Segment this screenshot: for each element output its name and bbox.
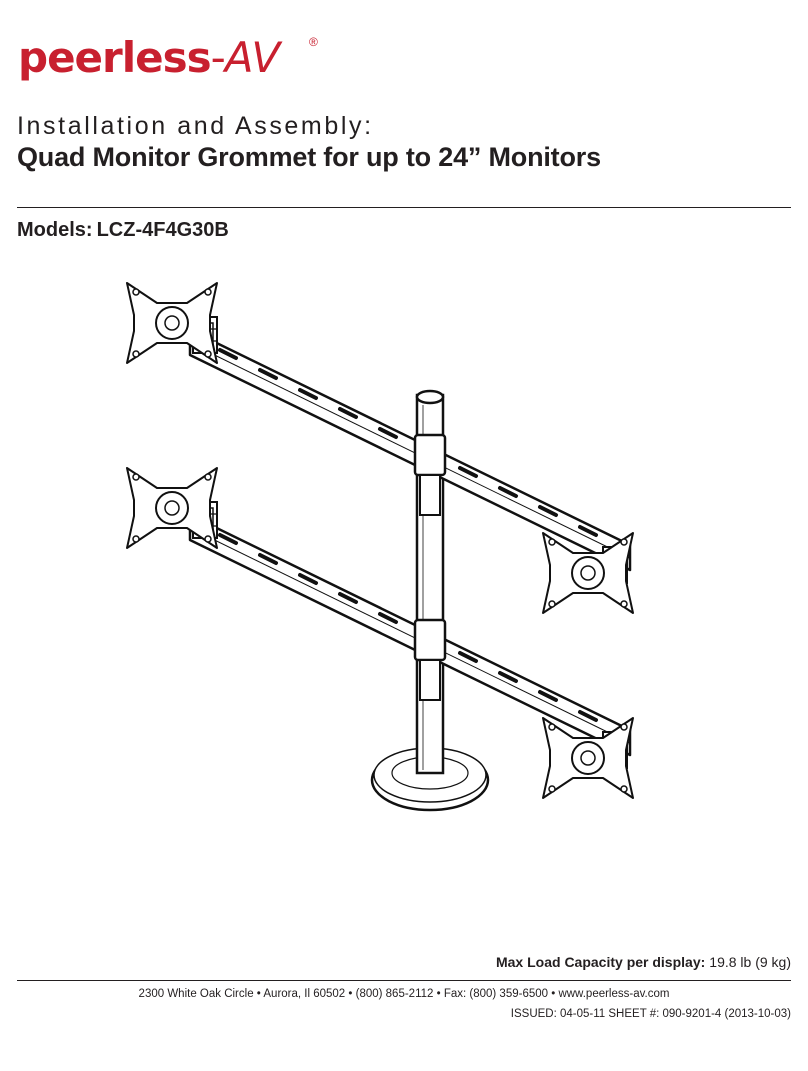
brand-name: peerless [18,33,212,82]
header-divider [17,207,791,208]
footer-divider [17,980,791,981]
brand-separator: - [210,33,226,82]
product-drawing [126,282,634,812]
capacity-label: Max Load Capacity per display: [495,954,706,970]
lower-arm [188,513,632,757]
brand-wordmark: peerless-AV [18,28,280,88]
document-title: Quad Monitor Grommet for up to 24” Monit… [17,142,601,172]
brand-logo: peerless-AV ® [14,22,344,92]
upper-arm [188,328,632,572]
vesa-plate-top-left [126,282,218,364]
footer-address: 2300 White Oak Circle • Aurora, Il 60502… [138,988,670,1000]
document-subtitle: Installation and Assembly: [17,112,374,140]
registered-mark: ® [309,35,318,49]
vesa-plate-bottom-left [126,467,218,549]
models-label: Models: [17,219,93,241]
capacity-value: 19.8 lb (9 kg) [709,954,791,970]
models-line: Models:LCZ-4F4G30B [17,219,229,242]
max-load-capacity: Max Load Capacity per display:19.8 lb (9… [496,954,791,970]
models-value: LCZ-4F4G30B [96,219,229,241]
brand-suffix: AV [224,33,281,82]
grommet-base [370,747,490,812]
footer-issued: ISSUED: 04-05-11 SHEET #: 090-9201-4 (20… [510,1008,791,1020]
